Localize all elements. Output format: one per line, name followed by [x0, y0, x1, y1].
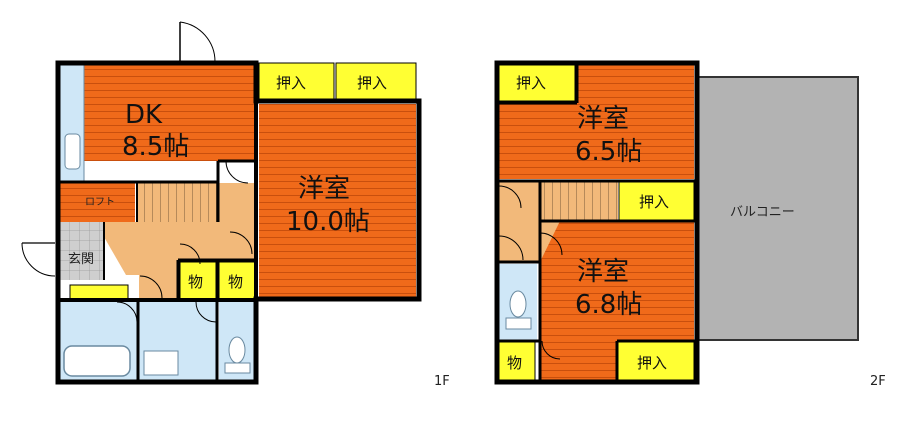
toilet-tank-2f	[505, 317, 532, 330]
closet-1f-b-label: 押入	[357, 74, 387, 92]
room-western-2f-a	[497, 101, 694, 179]
dk-size-label: 8.5帖	[122, 132, 189, 162]
closet-1f-a-label: 押入	[276, 74, 306, 92]
stair-1f	[136, 183, 218, 222]
closet-2f-b-label: 押入	[639, 193, 669, 211]
closet-2f-c	[616, 341, 695, 382]
balcony-label: バルコニー	[730, 205, 795, 220]
room-western-1f	[259, 104, 416, 299]
walls-2f	[494, 60, 700, 385]
closet-2f-c-label: 押入	[637, 354, 667, 372]
western-2f-a-size-label: 6.5帖	[575, 137, 642, 167]
bathtub	[63, 345, 131, 377]
door-swings-2f	[498, 185, 563, 360]
entry-door-swing	[179, 21, 216, 63]
sink	[64, 133, 81, 170]
dk-name-label: DK	[125, 100, 163, 130]
storage-1f-a	[179, 261, 218, 300]
loft-area	[58, 182, 135, 222]
closet-1f-a	[258, 62, 335, 102]
storage-1f-b-label: 物	[228, 273, 243, 291]
stair-2f	[540, 182, 618, 220]
western-1f-size-label: 10.0帖	[286, 207, 370, 237]
labels: DK 8.5帖 洋室 10.0帖 押入 押入 物 物 玄関 ロフト 1F 洋室 …	[68, 74, 886, 389]
closet-2f-a	[496, 62, 576, 102]
toilet-2f	[509, 290, 527, 318]
balcony-area	[696, 76, 859, 341]
toilet-1f	[228, 336, 246, 364]
washbasin	[143, 350, 179, 376]
western-2f-a-name-label: 洋室	[577, 104, 629, 134]
hall-2f	[497, 182, 560, 262]
toilet-tank-1f	[224, 362, 251, 374]
closet-2f-a-label: 押入	[516, 74, 546, 92]
entrance-tiles	[58, 222, 104, 280]
door-swings-1f	[116, 160, 253, 323]
western-1f-name-label: 洋室	[298, 174, 350, 204]
floor-2	[494, 60, 859, 385]
shoe-shelf	[69, 284, 129, 300]
entrance-label: 玄関	[68, 252, 94, 267]
front-door-swing	[21, 242, 56, 277]
room-dk	[58, 63, 256, 161]
western-2f-b-name-label: 洋室	[577, 257, 629, 287]
storage-2f-label: 物	[507, 354, 522, 372]
room-western-2f-a-top	[578, 63, 694, 103]
walls-1f	[55, 60, 422, 385]
floor-2-label: 2F	[870, 374, 886, 389]
floor-1-label: 1F	[434, 374, 450, 389]
loft-label: ロフト	[85, 197, 115, 208]
western-2f-b-size-label: 6.8帖	[575, 290, 642, 320]
floor-1	[21, 21, 422, 385]
storage-1f-a-label: 物	[188, 273, 203, 291]
